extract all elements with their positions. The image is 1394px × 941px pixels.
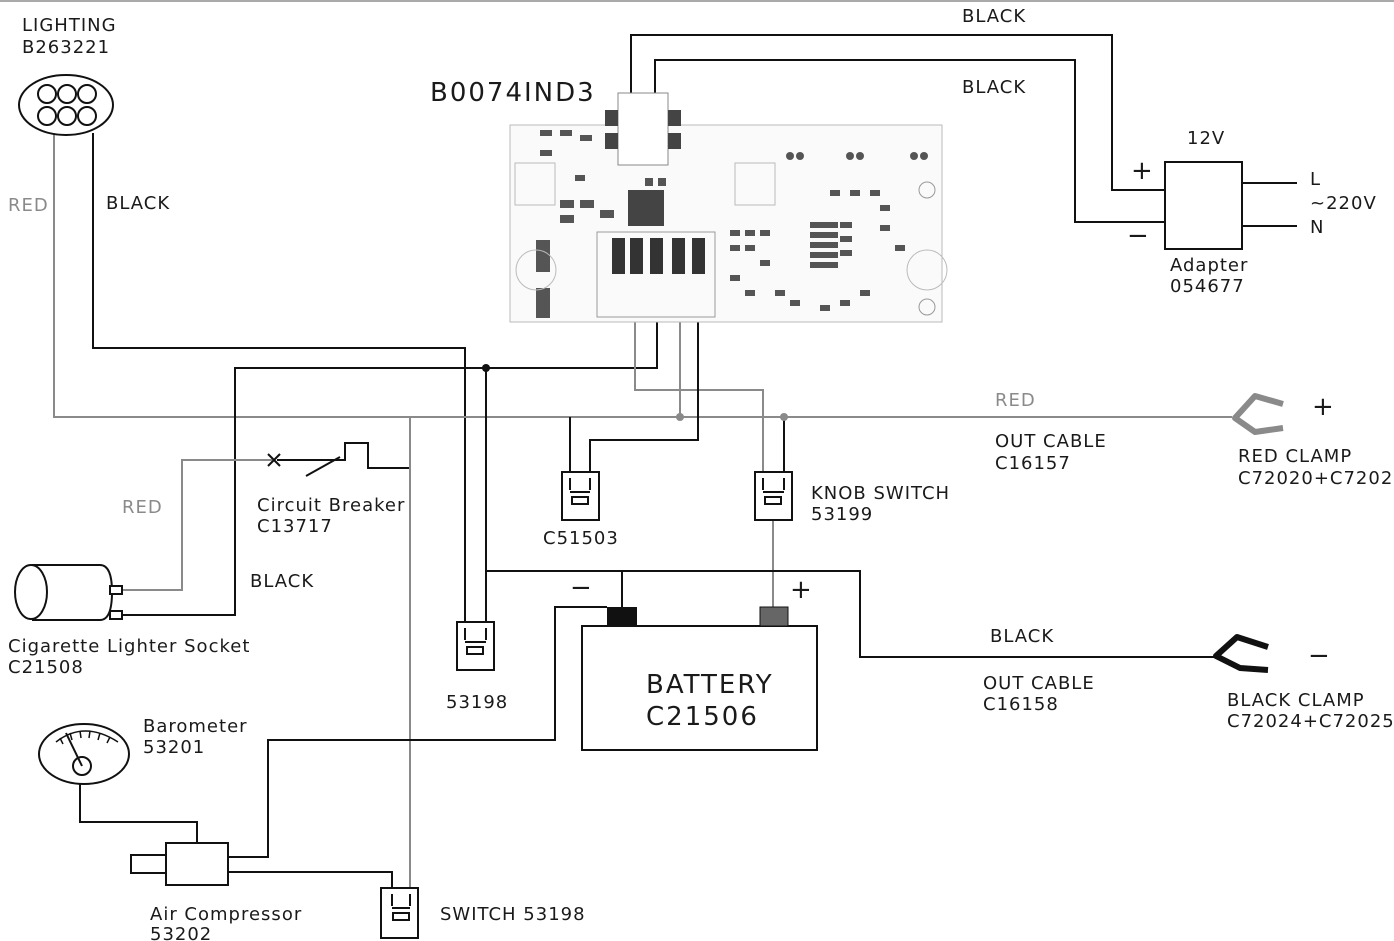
lighting-unit <box>18 74 114 136</box>
knob-switch-icon <box>754 471 793 521</box>
black-cable-label: BLACK <box>990 626 1054 647</box>
barometer-code: 53201 <box>143 737 205 758</box>
adapter-box <box>1164 161 1243 250</box>
red-clamp-code: C72020+C72021 <box>1238 468 1394 489</box>
adapter-minus-sign: − <box>1127 221 1149 251</box>
black-clamp-code: C72024+C72025 <box>1227 711 1394 732</box>
cigarette-socket-name: Cigarette Lighter Socket <box>8 636 250 657</box>
wire-board-socket-black <box>120 270 658 616</box>
battery-icon <box>581 606 818 751</box>
wire-board-c51503-b <box>589 270 699 472</box>
switch-bottom-label: SWITCH 53198 <box>440 904 586 925</box>
barometer-name: Barometer <box>143 716 248 737</box>
cigarette-socket-icon <box>14 564 123 621</box>
black-top-label-1: BLACK <box>962 6 1026 27</box>
wire-socket-red <box>120 459 272 591</box>
circuit-breaker-icon <box>267 453 341 477</box>
black-top-label-2: BLACK <box>962 77 1026 98</box>
ac-n-label: N <box>1310 217 1324 238</box>
red-socket-label: RED <box>122 497 163 518</box>
adapter-name: Adapter <box>1170 255 1248 276</box>
lighting-name: LIGHTING <box>22 15 117 36</box>
black-clamp-minus-sign: − <box>1308 641 1330 671</box>
black-socket-label: BLACK <box>250 571 314 592</box>
black-clamp-name: BLACK CLAMP <box>1227 690 1365 711</box>
air-compressor-icon <box>130 842 229 886</box>
black-left-label: BLACK <box>106 193 170 214</box>
switch-bottom-icon <box>380 887 419 939</box>
c51503-label: C51503 <box>543 528 619 549</box>
out-cable-black-name: OUT CABLE <box>983 673 1095 694</box>
red-left-label: RED <box>8 195 49 216</box>
switch-c51503-icon <box>561 471 600 521</box>
adapter-plus-sign: + <box>1131 156 1153 186</box>
knob-switch-name: KNOB SWITCH <box>811 483 950 504</box>
air-compressor-name: Air Compressor <box>150 904 302 925</box>
ac-voltage-label: ~220V <box>1310 193 1377 214</box>
adapter-code: 054677 <box>1170 276 1245 297</box>
knob-switch-code: 53199 <box>811 504 873 525</box>
wire-lighting-black <box>92 133 466 625</box>
wire-black-out <box>486 570 1216 658</box>
red-clamp-name: RED CLAMP <box>1238 446 1352 467</box>
red-clamp-icon <box>1232 393 1284 435</box>
out-cable-red-code: C16157 <box>995 453 1071 474</box>
black-clamp-icon <box>1213 634 1269 673</box>
out-cable-red-name: OUT CABLE <box>995 431 1107 452</box>
cigarette-socket-code: C21508 <box>8 657 84 678</box>
ac-l-label: L <box>1310 169 1321 190</box>
red-cable-label: RED <box>995 390 1036 411</box>
lighting-code: B263221 <box>22 37 110 58</box>
air-compressor-code: 53202 <box>150 924 212 941</box>
wire-black-adapter-plus <box>630 34 1165 191</box>
adapter-voltage: 12V <box>1187 128 1225 149</box>
barometer-icon <box>38 723 130 785</box>
circuit-breaker-code: C13717 <box>257 516 333 537</box>
battery-name: BATTERY <box>646 670 774 700</box>
junction-dot <box>780 413 788 421</box>
switch-53198-icon <box>456 621 495 671</box>
battery-minus-sign: − <box>570 573 592 603</box>
wire-compressor-switch <box>228 871 393 890</box>
wire-baro-compressor <box>79 782 198 843</box>
battery-code: C21506 <box>646 702 759 732</box>
out-cable-black-code: C16158 <box>983 694 1059 715</box>
battery-plus-sign: + <box>790 575 812 605</box>
junction-dot <box>482 364 490 372</box>
switch-53198-label: 53198 <box>446 692 508 713</box>
wire-black-adapter-minus <box>654 59 1165 223</box>
wires <box>53 34 1297 890</box>
junction-dot <box>676 413 684 421</box>
board-code: B0074IND3 <box>430 78 596 108</box>
wire-compressor-battery <box>228 606 607 858</box>
red-clamp-plus-sign: + <box>1312 392 1334 422</box>
circuit-breaker-name: Circuit Breaker <box>257 495 405 516</box>
wire-red-bus <box>53 133 1232 418</box>
wire-breaker-switch <box>277 442 410 469</box>
control-board <box>509 92 948 323</box>
